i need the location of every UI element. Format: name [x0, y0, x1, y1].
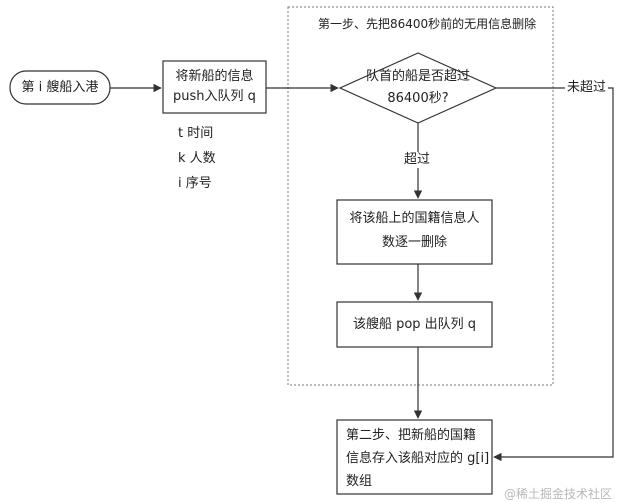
delete-node-shape [336, 199, 493, 265]
watermark: @稀土掘金技术社区 [504, 487, 613, 501]
var-note-index: i 序号 [178, 176, 212, 191]
pop-node-shape [336, 301, 493, 348]
start-node-label: 第 i 艘船入港 [21, 80, 99, 95]
step2-node-label-line2: 信息存入该船对应的 g[i] [346, 451, 490, 466]
edge-decision-no-to-step2 [493, 87, 614, 462]
pop-node-label: 该艘船 pop 出队列 q [352, 317, 477, 332]
step1-title: 第一步、先把86400秒前的无用信息删除 [318, 17, 537, 31]
push-node-label-line2: push入队列 q [173, 89, 256, 104]
step2-node-label-line1: 第二步、把新船的国籍 [346, 428, 477, 443]
step2-node-label-line3: 数组 [346, 474, 373, 489]
decision-node-label-line2: 86400秒? [387, 91, 449, 106]
decision-node-label-line1: 队首的船是否超过 [365, 69, 470, 84]
delete-node-label-line2: 数逐一删除 [381, 235, 447, 250]
step2-node-shape [336, 419, 493, 495]
push-node-label-line1: 将新船的信息 [175, 69, 254, 84]
decision-node-shape [338, 52, 498, 124]
var-note-count: k 人数 [178, 151, 216, 166]
push-node-shape [162, 60, 267, 114]
edge-yes-label: 超过 [404, 152, 431, 168]
step1-region [287, 6, 554, 386]
edge-no-label: 未超过 [565, 80, 609, 96]
delete-node-label-line1: 将该船上的国籍信息人 [349, 211, 480, 226]
var-note-time: t 时间 [178, 126, 214, 141]
